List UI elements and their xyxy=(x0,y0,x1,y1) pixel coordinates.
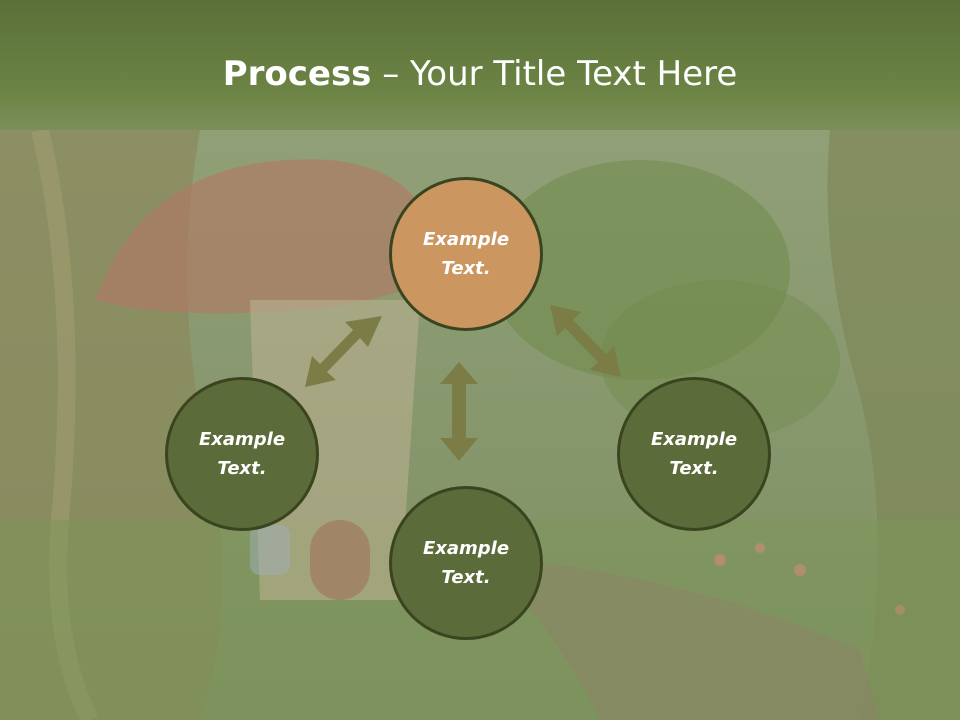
arrow-center-left xyxy=(305,316,382,387)
center-circle[interactable]: Example Text. xyxy=(389,177,543,331)
arrow-center-bottom xyxy=(440,362,478,461)
slide-title: Process – Your Title Text Here xyxy=(0,52,960,96)
bottom-circle[interactable]: Example Text. xyxy=(389,486,543,640)
left-circle[interactable]: Example Text. xyxy=(165,377,319,531)
title-rest: – Your Title Text Here xyxy=(371,54,738,94)
title-bar xyxy=(0,0,960,130)
title-bold: Process xyxy=(222,54,372,94)
right-circle-text: Example Text. xyxy=(650,429,738,479)
arrow-center-right xyxy=(550,305,621,377)
left-circle-text: Example Text. xyxy=(198,429,286,479)
right-circle[interactable]: Example Text. xyxy=(617,377,771,531)
bottom-circle-text: Example Text. xyxy=(422,538,510,588)
center-circle-text: Example Text. xyxy=(422,229,510,279)
